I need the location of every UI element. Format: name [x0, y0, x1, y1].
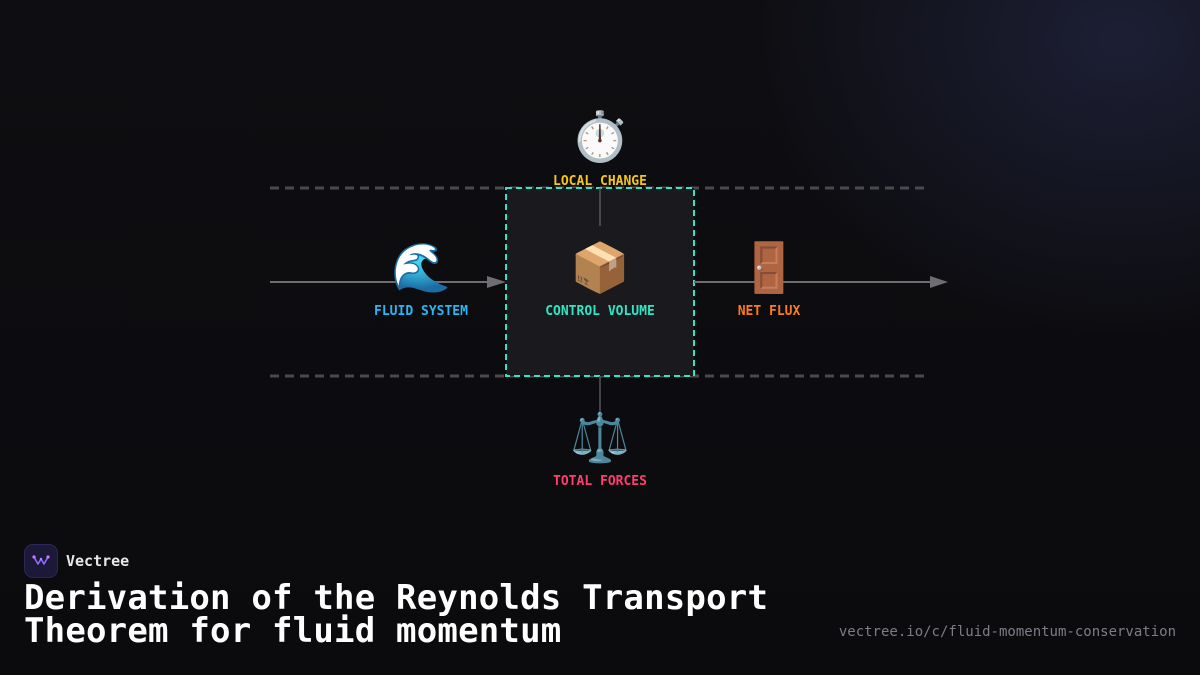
- node-net-flux: 🚪 NET FLUX: [738, 240, 801, 319]
- node-control-volume: 📦 CONTROL VOLUME: [545, 240, 655, 319]
- outflow-arrowhead: [930, 276, 948, 288]
- brand-name: Vectree: [66, 552, 130, 570]
- inflow-arrowhead: [487, 276, 506, 288]
- node-local-change: ⏱️ LOCAL CHANGE: [553, 109, 647, 189]
- water-wave-icon: 🌊: [391, 240, 451, 296]
- stopwatch-icon: ⏱️: [570, 109, 630, 165]
- net-flux-label: NET FLUX: [738, 304, 801, 319]
- node-total-forces: ⚖️ TOTAL FORCES: [553, 410, 647, 489]
- door-icon: 🚪: [739, 240, 799, 296]
- vectree-logo-icon: [24, 544, 58, 578]
- package-icon: 📦: [570, 240, 630, 296]
- fluid-system-label: FLUID SYSTEM: [374, 304, 468, 319]
- control-volume-label: CONTROL VOLUME: [545, 304, 655, 319]
- brand[interactable]: Vectree: [24, 544, 129, 578]
- footer-url[interactable]: vectree.io/c/fluid-momentum-conservation: [838, 624, 1176, 640]
- total-forces-label: TOTAL FORCES: [553, 474, 647, 489]
- local-change-label: LOCAL CHANGE: [553, 174, 647, 189]
- balance-scale-icon: ⚖️: [570, 410, 630, 466]
- page-title: Derivation of the Reynolds Transport The…: [24, 578, 769, 651]
- node-fluid-system: 🌊 FLUID SYSTEM: [374, 240, 468, 319]
